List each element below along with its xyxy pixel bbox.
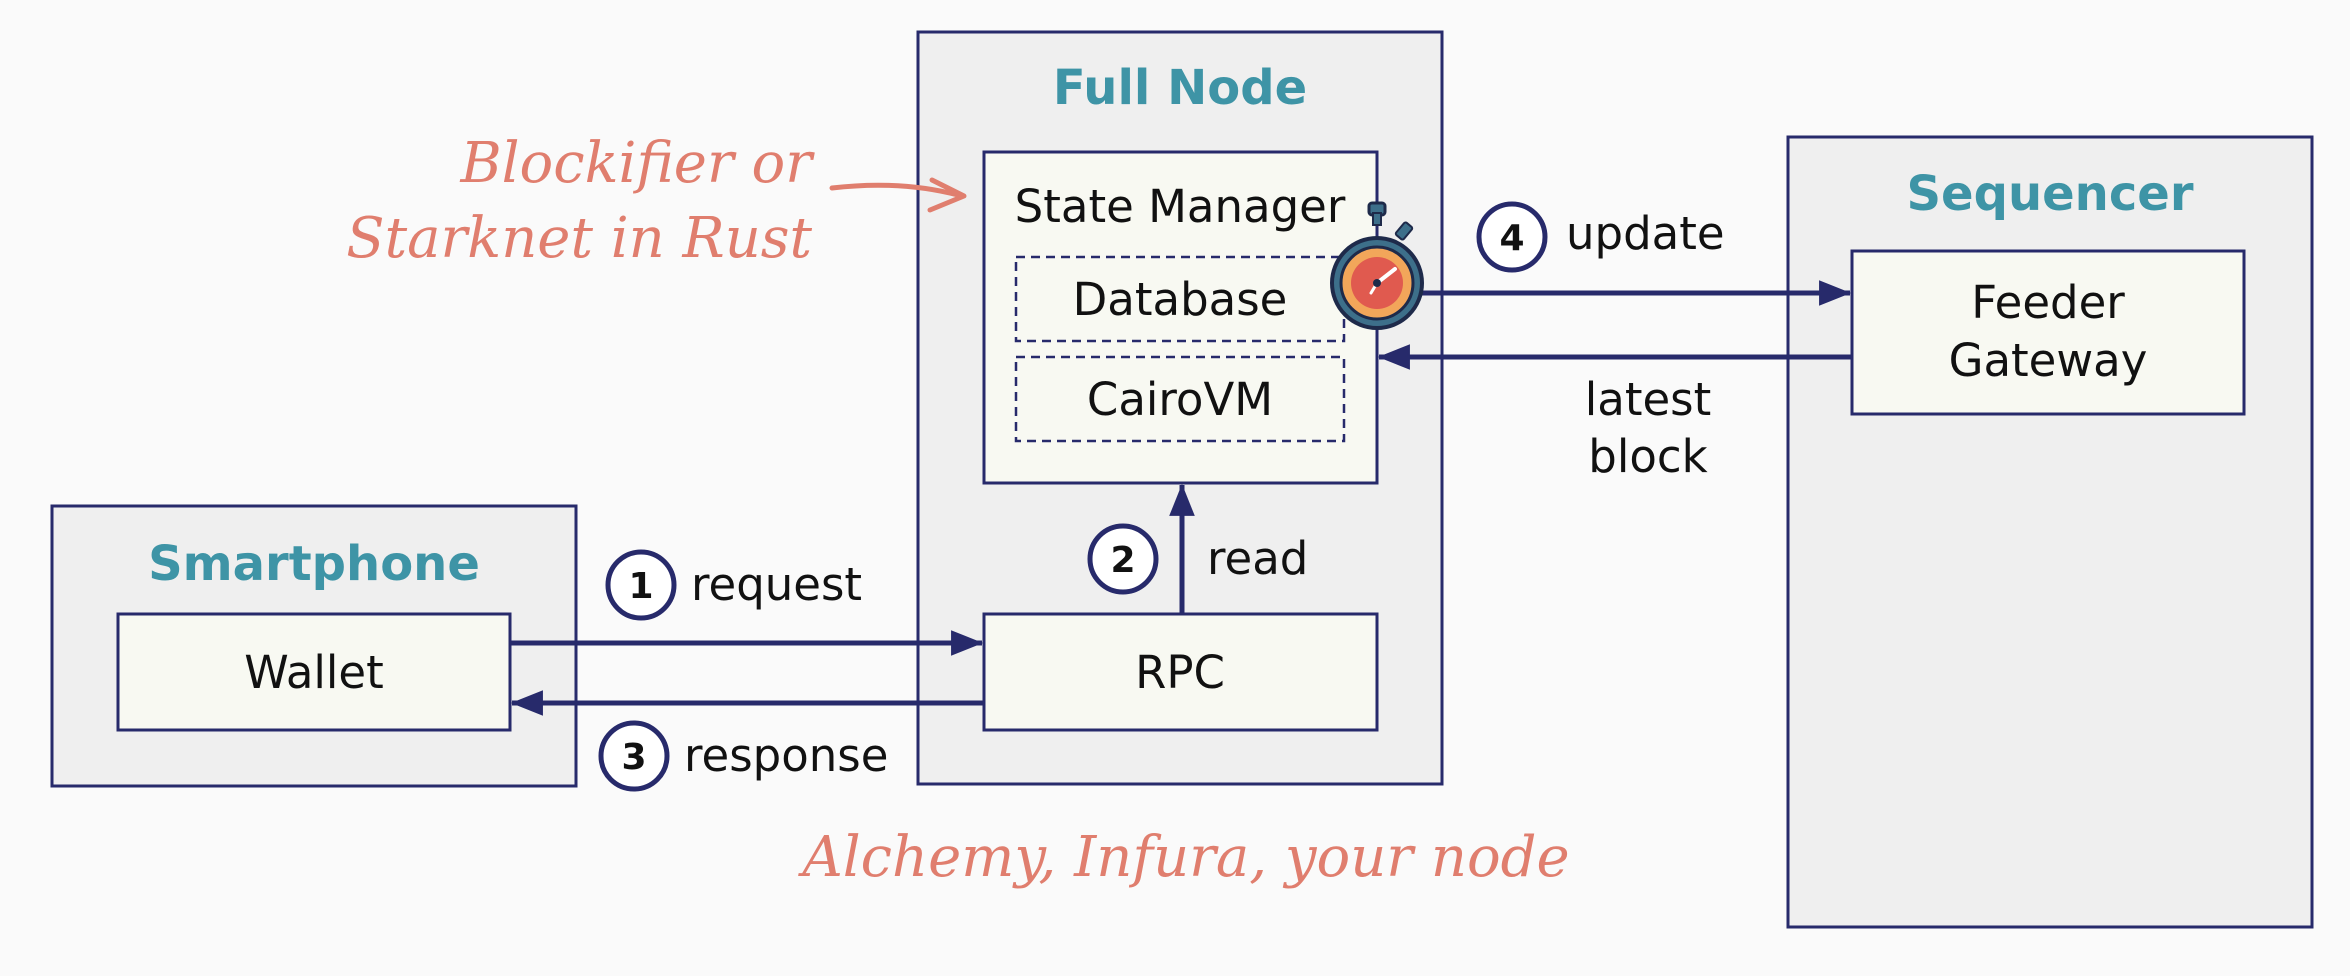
blockifier-note-arrow	[829, 182, 961, 198]
database-box: Database	[1014, 255, 1346, 343]
blockifier-note-line2: Starknet in Rust	[346, 206, 812, 271]
full-node-title: Full Node	[1053, 60, 1307, 116]
providers-note: Alchemy, Infura, your node	[797, 825, 1569, 890]
cairovm-box: CairoVM	[1014, 355, 1346, 443]
smartphone-title: Smartphone	[148, 536, 480, 592]
step-4-number: 4	[1499, 218, 1524, 259]
step-4-badge: 4	[1476, 201, 1548, 273]
latest-block-label-line2: block	[1588, 430, 1707, 483]
step-2-badge: 2	[1087, 523, 1159, 595]
stopwatch-icon	[1330, 201, 1424, 330]
step-1-label: request	[691, 558, 862, 611]
feeder-gateway-label-line1: Feeder	[1971, 276, 2125, 329]
step-3-number: 3	[621, 737, 646, 778]
step-3-label: response	[684, 729, 888, 782]
sequencer-title: Sequencer	[1906, 166, 2193, 222]
step-1-number: 1	[628, 566, 653, 607]
rpc-label: RPC	[1135, 646, 1225, 699]
feeder-gateway-box: Feeder Gateway	[1850, 249, 2246, 416]
step-1-badge: 1	[605, 549, 677, 621]
blockifier-note-arrowhead	[927, 177, 967, 213]
state-manager-label: State Manager	[1015, 180, 1346, 233]
rpc-box: RPC	[982, 612, 1379, 732]
wallet-label: Wallet	[244, 646, 384, 699]
database-label: Database	[1073, 273, 1288, 326]
latest-block-label-line1: latest	[1585, 373, 1712, 426]
blockifier-note-line1: Blockifier or	[459, 131, 815, 196]
feeder-gateway-label-line2: Gateway	[1949, 334, 2148, 387]
step-2-label: read	[1207, 532, 1308, 585]
cairovm-label: CairoVM	[1087, 373, 1273, 426]
step-3-badge: 3	[598, 720, 670, 792]
wallet-box: Wallet	[116, 612, 512, 732]
step-2-number: 2	[1110, 540, 1135, 581]
step-4-label: update	[1566, 207, 1725, 260]
